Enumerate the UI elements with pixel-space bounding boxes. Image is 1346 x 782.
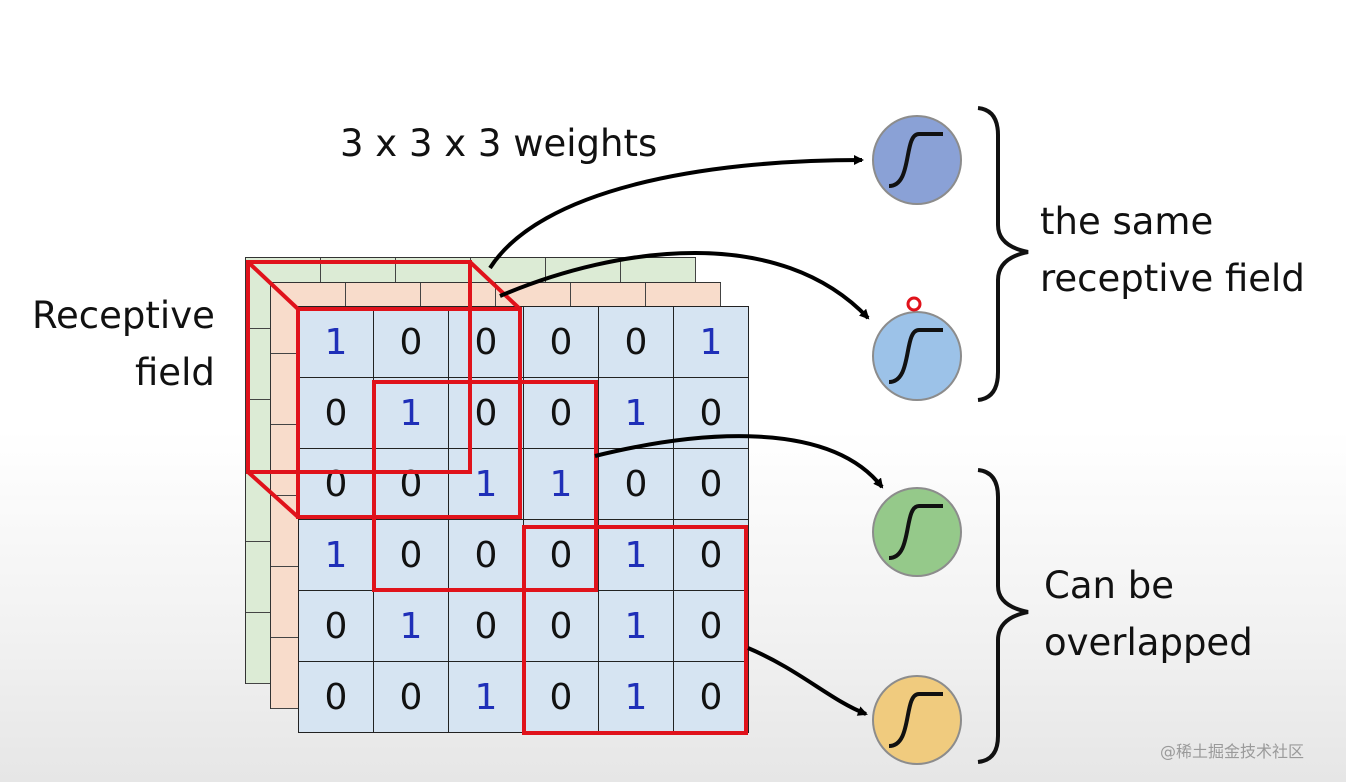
arrow-to-neuron-4 xyxy=(747,646,868,716)
matrix-cell: 1 xyxy=(524,449,599,520)
matrix-cell: 0 xyxy=(449,378,524,449)
sigmoid-curve xyxy=(888,504,943,560)
neuron-circle xyxy=(872,311,962,401)
sigmoid-curve xyxy=(888,132,943,188)
matrix-cell: 0 xyxy=(299,662,374,733)
matrix-cell: 0 xyxy=(674,449,749,520)
receptive-label-line2: field xyxy=(135,351,215,394)
matrix-cell: 0 xyxy=(674,520,749,591)
receptive-field-middle xyxy=(372,380,598,592)
matrix-cell: 0 xyxy=(599,307,674,378)
matrix-cell: 1 xyxy=(374,591,449,662)
matrix-cell: 1 xyxy=(674,307,749,378)
arrow-to-neuron-1 xyxy=(488,155,864,270)
matrix-cell: 1 xyxy=(449,449,524,520)
matrix-cell: 1 xyxy=(374,378,449,449)
matrix-cell: 1 xyxy=(599,520,674,591)
neuron-orange-icon xyxy=(872,675,962,765)
neuron-circle xyxy=(872,487,962,577)
neuron-green-icon xyxy=(872,487,962,577)
same-field-label-line1: the same xyxy=(1040,200,1214,243)
matrix-cell: 0 xyxy=(524,307,599,378)
matrix-cell: 0 xyxy=(374,662,449,733)
matrix-cell: 0 xyxy=(674,378,749,449)
watermark: @稀土掘金技术社区 xyxy=(1160,742,1305,761)
matrix-cell: 0 xyxy=(524,591,599,662)
brace-top xyxy=(977,106,1029,402)
sigmoid-curve xyxy=(888,328,943,384)
overlap-label-line2: overlapped xyxy=(1044,621,1253,664)
matrix-cell: 1 xyxy=(299,307,374,378)
arrow-to-neuron-3 xyxy=(594,434,884,489)
neuron-circle xyxy=(872,115,962,205)
receptive-field-bottom xyxy=(522,525,748,735)
neuron-blue-1-icon xyxy=(872,115,962,205)
matrix-cell: 1 xyxy=(599,591,674,662)
neuron-blue-2-icon xyxy=(872,311,962,401)
same-field-label-line2: receptive field xyxy=(1040,257,1305,300)
matrix-cell: 0 xyxy=(299,591,374,662)
matrix-cell: 0 xyxy=(374,307,449,378)
neuron-circle xyxy=(872,675,962,765)
weights-label: 3 x 3 x 3 weights xyxy=(340,122,658,165)
overlap-label-line1: Can be xyxy=(1044,564,1174,607)
brace-bottom xyxy=(977,468,1029,764)
matrix-cell: 0 xyxy=(599,449,674,520)
arrow-to-neuron-2 xyxy=(499,251,870,320)
matrix-cell: 0 xyxy=(524,378,599,449)
cursor-dot-icon xyxy=(906,296,922,312)
matrix-cell: 0 xyxy=(449,307,524,378)
receptive-field-cube xyxy=(246,260,522,519)
sigmoid-curve xyxy=(888,692,943,748)
matrix-cell: 0 xyxy=(674,591,749,662)
receptive-label-line1: Receptive xyxy=(32,294,215,337)
